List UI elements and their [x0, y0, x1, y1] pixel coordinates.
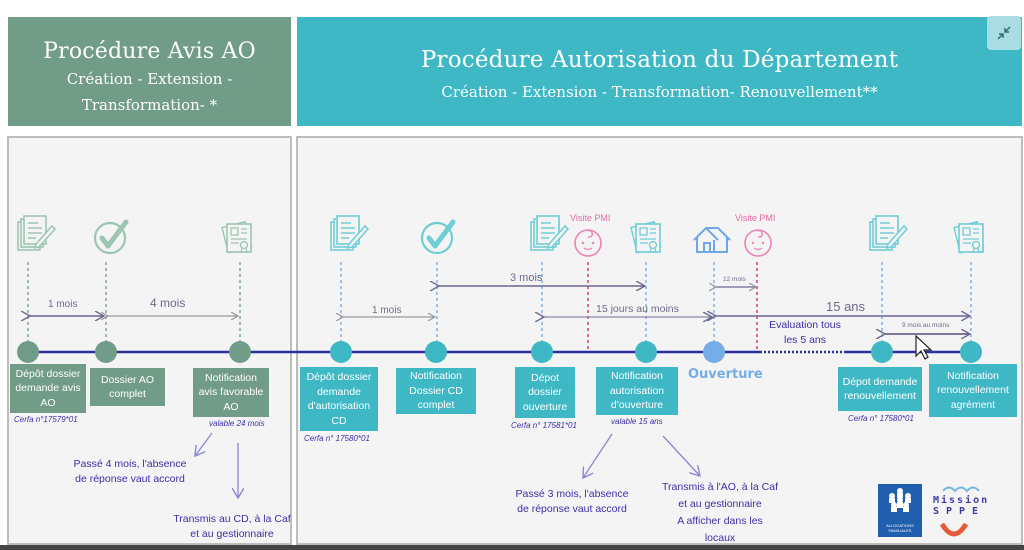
header-left-title: Procédure Avis AO: [43, 39, 256, 64]
note-arrow: [195, 432, 213, 456]
note-transmis-cd: Transmis au CD, à la Caf et au gestionna…: [162, 512, 302, 542]
smile-icon: [939, 522, 969, 537]
caf-caption-line: ALLOCATIONS: [886, 523, 914, 528]
note-line: de réponse vaut accord: [75, 473, 185, 485]
header-procedure-autorisation: Procédure Autorisation du Département Cr…: [297, 17, 1022, 126]
mouse-cursor-icon: [915, 334, 933, 360]
checkmark-circle-icon: [95, 222, 126, 253]
ouverture-label: Ouverture: [688, 367, 763, 382]
header-left-subtitle-1: Création - Extension -: [66, 70, 233, 88]
note-line: et au gestionnaire: [678, 498, 762, 510]
note-line: Transmis à l'AO, à la Caf: [662, 481, 778, 493]
note-line: Passé 3 mois, l'absence: [515, 488, 629, 500]
cerfa-label: Cerfa n° 17580*01: [304, 434, 370, 443]
bottom-bar: [0, 545, 1024, 550]
timeline-node: [531, 341, 553, 363]
panel-avis-ao: [7, 136, 292, 545]
caf-caption: ALLOCATIONS FAMILIALES: [878, 523, 922, 533]
step-depot-dossier-ao: Dépôt dossier demande avis AO: [10, 364, 86, 413]
cerfa-label: Cerfa n°17579*01: [14, 415, 78, 424]
note-arrow: [662, 435, 700, 476]
pmi-visit-label: Visite PMI: [570, 213, 611, 223]
duration-label: 15 jours au moins: [596, 303, 679, 315]
pmi-visit-label: Visite PMI: [735, 213, 776, 223]
step-notification-cd-complet: Notification Dossier CD complet: [396, 368, 476, 414]
duration-label: 1 mois: [372, 305, 402, 316]
validity-label: valable 15 ans: [611, 417, 663, 426]
duration-label: 1 mois: [48, 299, 78, 310]
step-depot-dossier-ouverture: Dépot dossier ouverture: [515, 367, 575, 418]
timeline-node: [871, 341, 893, 363]
step-notification-autorisation-ouverture: Notification autorisation d'ouverture: [596, 367, 678, 415]
checkmark-circle-icon: [422, 222, 453, 253]
mission-text: Mission: [933, 495, 990, 506]
cerfa-label: Cerfa n° 17581*01: [511, 421, 577, 430]
note-line: Transmis au CD, à la Caf: [173, 513, 291, 525]
baby-face-icon: [574, 229, 602, 257]
header-right-title: Procédure Autorisation du Département: [420, 47, 899, 73]
document-pen-icon: [869, 215, 908, 251]
collapse-button[interactable]: [987, 16, 1021, 50]
note-absence-reponse-4-mois: Passé 4 mois, l'absence de réponse vaut …: [60, 457, 200, 487]
step-dossier-ao-complet: Dossier AO complet: [90, 368, 165, 406]
timeline-node: [17, 341, 39, 363]
certificate-icon: [953, 220, 985, 254]
timeline-node: [635, 341, 657, 363]
timeline-node: [95, 341, 117, 363]
duration-label: 12 mois: [723, 276, 746, 283]
document-pen-icon: [330, 215, 369, 251]
note-absence-reponse-3-mois: Passé 3 mois, l'absence de réponse vaut …: [502, 487, 642, 517]
evaluation-line-2: les 5 ans: [783, 334, 827, 346]
collapse-arrows-icon: [997, 26, 1011, 40]
document-pen-icon: [530, 215, 569, 251]
note-transmis-ao: Transmis à l'AO, à la Caf et au gestionn…: [650, 479, 790, 547]
evaluation-note: Evaluation tous les 5 ans: [760, 318, 850, 348]
panel-autorisation: [296, 136, 1023, 545]
timeline-node: [330, 341, 352, 363]
duration-label: 3 mois: [510, 272, 543, 284]
certificate-icon: [221, 220, 253, 254]
cerfa-label: Cerfa n° 17580*01: [848, 414, 914, 423]
timeline-node-ouverture: [703, 341, 725, 363]
caf-figures-icon: [889, 488, 911, 512]
house-icon: [693, 227, 731, 253]
step-notification-renouvellement: Notification renouvellement agrément: [929, 364, 1017, 417]
evaluation-line-1: Evaluation tous: [769, 319, 841, 331]
note-line: A afficher dans les: [677, 515, 763, 527]
header-left-subtitle-2: Transformation- *: [81, 96, 218, 114]
certificate-icon: [630, 220, 662, 254]
duration-label: 9 mois au moins: [902, 322, 950, 329]
waves-icon: [942, 486, 980, 493]
header-procedure-avis-ao: Procédure Avis AO Création - Extension -…: [8, 17, 291, 126]
step-depot-renouvellement: Dépot demande renouvellement: [838, 367, 922, 411]
note-arrow: [583, 433, 613, 478]
note-line: et au gestionnaire: [190, 528, 274, 540]
timeline-node: [229, 341, 251, 363]
header-right-subtitle: Création - Extension - Transformation- R…: [441, 83, 878, 101]
note-line: Passé 4 mois, l'absence: [73, 458, 187, 470]
duration-label: 15 ans: [826, 299, 866, 314]
document-pen-icon: [17, 215, 56, 251]
step-notification-avis-ao: Notification avis favorable AO: [193, 368, 269, 417]
validity-label: valable 24 mois: [209, 419, 265, 428]
caf-logo: ALLOCATIONS FAMILIALES: [878, 484, 922, 537]
mission-sppe-logo: Mission SPPE: [933, 482, 989, 542]
sppe-text: SPPE: [933, 506, 986, 517]
baby-face-icon: [744, 229, 772, 257]
duration-label: 4 mois: [150, 296, 186, 310]
note-line: locaux: [704, 532, 736, 544]
note-line: de réponse vaut accord: [517, 503, 627, 515]
step-depot-autorisation-cd: Dépôt dossier demande d'autorisation CD: [300, 367, 378, 431]
timeline-node: [425, 341, 447, 363]
timeline-node: [960, 341, 982, 363]
caf-caption-line: FAMILIALES: [888, 528, 912, 533]
